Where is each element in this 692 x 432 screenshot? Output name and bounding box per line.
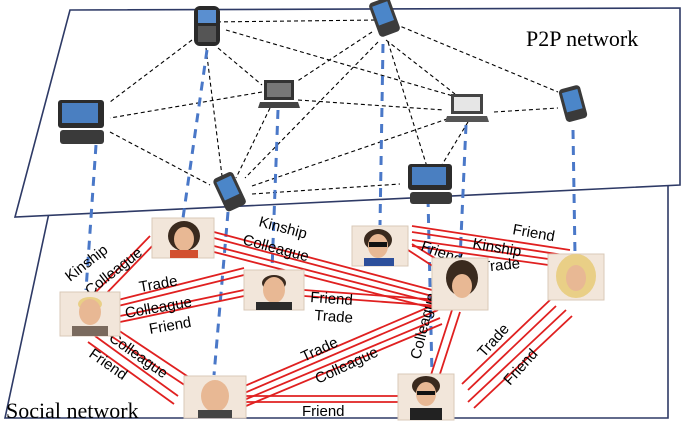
relation-line (117, 274, 245, 307)
laptop-icon (445, 94, 489, 122)
pda-icon (369, 0, 400, 37)
relation-line (245, 323, 443, 407)
laptop-icon (258, 80, 300, 108)
social-network-title: Social network (6, 398, 139, 423)
avatar (151, 217, 215, 259)
computer-icon (58, 100, 104, 144)
avatar (431, 257, 489, 311)
relation-line (213, 245, 433, 303)
p2p-link (209, 19, 379, 23)
p2p-link (244, 41, 379, 179)
relation-line (213, 231, 433, 291)
trade-label: Trade (138, 272, 179, 295)
p2p-network-title: P2P network (526, 26, 638, 51)
mapping-line (378, 43, 385, 226)
relation-line (117, 267, 245, 301)
p2p-link (297, 99, 445, 111)
mapping-line (270, 109, 280, 271)
mapping-line (426, 197, 434, 376)
p2p-link (493, 107, 559, 113)
relation-line (411, 245, 571, 269)
p2p-link (205, 47, 223, 177)
relation-line (437, 311, 461, 381)
relation-line (473, 315, 573, 409)
relation-line (467, 309, 567, 403)
smartphone-icon (194, 6, 220, 46)
relation-line (114, 327, 191, 379)
p2p-link (235, 107, 271, 179)
relation-line (429, 309, 453, 379)
p2p-link (385, 39, 456, 95)
p2p-link (109, 91, 263, 119)
relation-line (303, 295, 441, 307)
relation-line (241, 309, 439, 395)
mapping-line (212, 211, 230, 376)
relation-line (91, 235, 151, 297)
avatar (243, 269, 305, 311)
trade-label: Trade (481, 255, 521, 276)
relation-line (467, 305, 557, 391)
p2p-link (439, 121, 469, 169)
relation-line (411, 231, 571, 257)
mapping-lines (84, 43, 577, 376)
mapping-line (571, 129, 577, 256)
friend-label: Friend (310, 289, 354, 309)
p2p-link (394, 23, 559, 93)
avatar (59, 291, 121, 337)
relation-line (107, 333, 187, 387)
mapping-line (84, 144, 98, 291)
relation-line (119, 289, 245, 317)
relation-line (243, 317, 441, 401)
p2p-network-plane (13, 7, 681, 218)
relation-line (99, 239, 159, 301)
avatar (397, 373, 455, 421)
p2p-link (217, 47, 263, 86)
p2p-links (109, 19, 559, 195)
relation-line (87, 341, 175, 405)
p2p-link (225, 29, 461, 99)
mapping-line (180, 49, 209, 226)
relation-line (119, 295, 245, 323)
computer-icon (408, 164, 452, 204)
pda-icon (558, 85, 588, 122)
p2p-link (109, 39, 193, 103)
avatar (183, 375, 247, 419)
relation-line (461, 299, 551, 385)
relation-line (411, 239, 571, 263)
p2p-link (251, 183, 401, 195)
relation-line (213, 237, 433, 297)
relation-line (239, 303, 437, 389)
friend-label: Friend (302, 403, 345, 420)
avatar (351, 225, 409, 267)
pda-icon (213, 172, 246, 212)
p2p-link (387, 41, 429, 171)
mapping-line (458, 124, 468, 261)
trade-label: Trade (314, 307, 354, 327)
relation-line (94, 335, 179, 397)
relation-line (411, 225, 571, 251)
relation-line (213, 251, 433, 309)
avatar (547, 253, 605, 301)
p2p-link (109, 131, 211, 186)
social-links (87, 225, 573, 409)
relation-line (303, 289, 441, 301)
p2p-link (295, 31, 373, 83)
